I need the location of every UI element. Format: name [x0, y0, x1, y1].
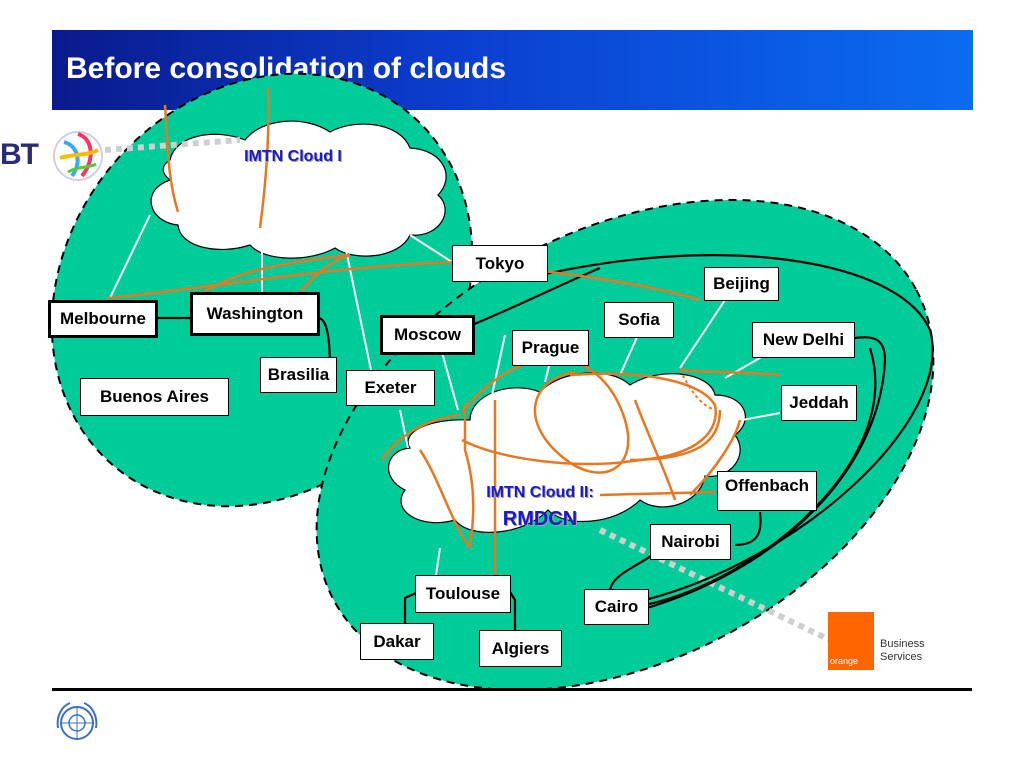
node-melbourne[interactable]: Melbourne: [48, 300, 158, 338]
node-brasilia[interactable]: Brasilia: [260, 357, 337, 393]
bt-globe-icon: [53, 131, 103, 181]
business-services-text: Business Services: [880, 638, 925, 663]
bt-logo-text: BT: [0, 138, 39, 171]
white-arrow-links: [109, 214, 781, 576]
node-tokyo[interactable]: Tokyo: [452, 245, 548, 282]
bt-connector: [104, 137, 241, 153]
orange-dotted-link: [679, 369, 716, 411]
node-exeter[interactable]: Exeter: [346, 370, 435, 406]
node-buenos-aires[interactable]: Buenos Aires: [80, 378, 229, 416]
node-moscow[interactable]: Moscow: [380, 315, 475, 355]
node-prague[interactable]: Prague: [512, 330, 589, 366]
cloud-shape-1: [150, 120, 447, 259]
bt-logo: BT: [0, 128, 110, 188]
node-cairo[interactable]: Cairo: [584, 589, 649, 625]
node-toulouse[interactable]: Toulouse: [415, 575, 511, 613]
node-new-delhi[interactable]: New Delhi: [752, 322, 855, 358]
node-algiers[interactable]: Algiers: [479, 630, 562, 667]
node-washington[interactable]: Washington: [190, 292, 320, 336]
footer-divider: [52, 688, 972, 691]
node-dakar[interactable]: Dakar: [360, 623, 434, 660]
node-beijing[interactable]: Beijing: [704, 267, 779, 301]
black-links: [155, 254, 934, 635]
orange-business-logo: orange Business Services: [828, 612, 938, 670]
wmo-emblem-icon: [56, 702, 98, 740]
orange-logo-text: orange: [830, 656, 859, 666]
cloud-label-1: IMTN Cloud I: [244, 148, 342, 165]
orange-connector: [598, 527, 832, 643]
node-nairobi[interactable]: Nairobi: [650, 524, 731, 560]
cloud-label-2-line1: IMTN Cloud II:: [486, 484, 594, 501]
node-sofia[interactable]: Sofia: [604, 302, 674, 338]
node-jeddah[interactable]: Jeddah: [781, 385, 857, 421]
orange-square-icon: orange: [828, 612, 874, 670]
node-offenbach[interactable]: Offenbach: [717, 471, 817, 511]
cloud-label-2-line2: RMDCN: [502, 508, 578, 530]
